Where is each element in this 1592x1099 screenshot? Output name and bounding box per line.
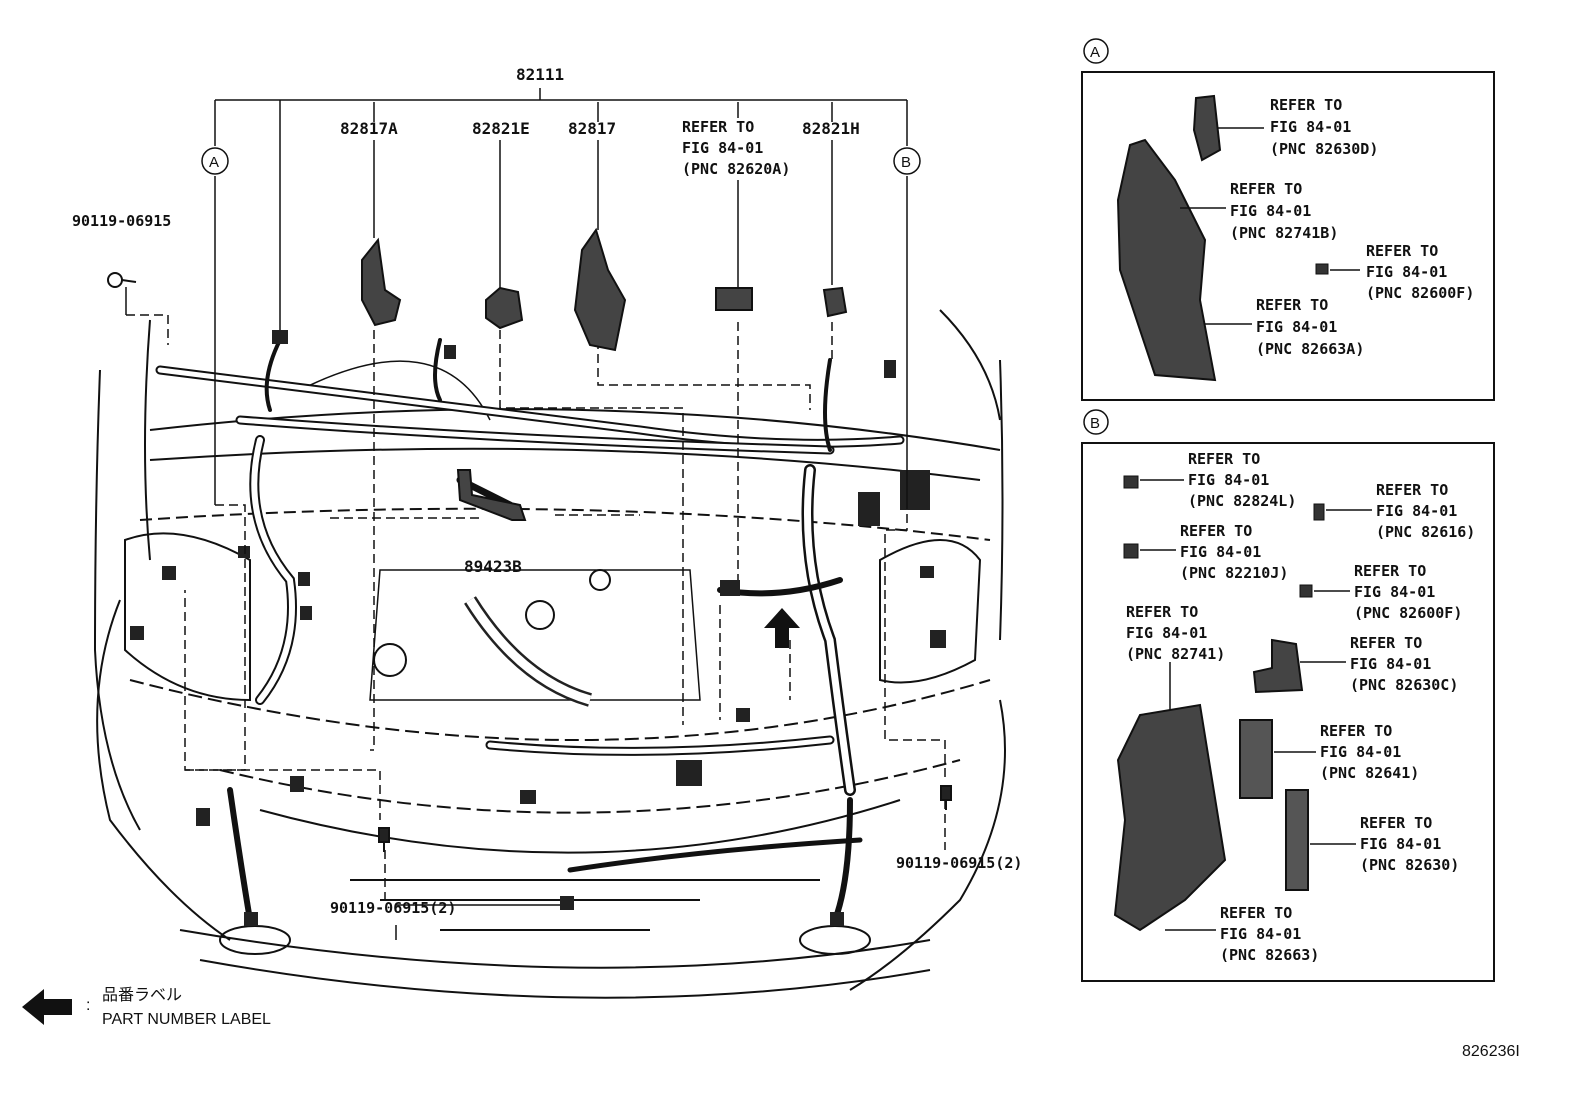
- panel-a-ref2-line3: (PNC 82741B): [1230, 224, 1338, 242]
- panel-b-connector-82630C-shape: [1252, 638, 1304, 694]
- panel-b-ref6-line1: REFER TO: [1350, 634, 1422, 652]
- panel-b-ref4-line2: FIG 84-01: [1354, 583, 1435, 601]
- part-number-label-arrow-icon: [764, 608, 800, 648]
- detail-panel-a: A REFER TO FIG 84-01 (PNC 82630D) REFER …: [1081, 38, 1495, 401]
- panel-b-ref3-line1: REFER TO: [1180, 522, 1252, 540]
- vehicle-outline: [93, 309, 1006, 999]
- refer-label-main: REFER TO FIG 84-01 (PNC 82620A): [682, 118, 790, 178]
- panel-a-ref2-line2: FIG 84-01: [1230, 202, 1311, 220]
- panel-b-ref9-line3: (PNC 82663): [1220, 946, 1319, 964]
- panel-b-ref8-line1: REFER TO: [1360, 814, 1432, 832]
- panel-b-relay-82616-shape: [1313, 503, 1325, 521]
- panel-a-ref1-line1: REFER TO: [1270, 96, 1342, 114]
- harness-connectors: [130, 330, 946, 926]
- panel-b-ref8-line3: (PNC 82630): [1360, 856, 1459, 874]
- panel-a-ref2-line1: REFER TO: [1230, 180, 1302, 198]
- panel-b-ref7-line1: REFER TO: [1320, 722, 1392, 740]
- panel-b-ref4-line3: (PNC 82600F): [1354, 604, 1462, 622]
- panel-b-ref4-line1: REFER TO: [1354, 562, 1426, 580]
- part-label-82817A: 82817A: [340, 119, 398, 138]
- callout-a-letter: A: [209, 154, 219, 171]
- bolt-icon: [378, 827, 390, 852]
- top-part-shapes: [361, 227, 848, 521]
- panel-b-ref5-line3: (PNC 82741): [1126, 645, 1225, 663]
- panel-b-ref1-line1: REFER TO: [1188, 450, 1260, 468]
- panel-b-ref1-line2: FIG 84-01: [1188, 471, 1269, 489]
- panel-a-ref1-line3: (PNC 82630D): [1270, 140, 1378, 158]
- part-82821H-shape: [822, 286, 848, 318]
- panel-b-ref5-line1: REFER TO: [1126, 603, 1198, 621]
- refer-main-line1: REFER TO: [682, 118, 754, 136]
- bolt-icon: [940, 785, 952, 810]
- callout-b-marker: B: [893, 147, 921, 175]
- panel-a-ref3-line2: FIG 84-01: [1366, 263, 1447, 281]
- legend-english: PART NUMBER LABEL: [102, 1011, 271, 1028]
- panel-b-relay-82600F-shape: [1299, 584, 1313, 598]
- panel-b-ref3-line2: FIG 84-01: [1180, 543, 1261, 561]
- panel-b-ref3-line3: (PNC 82210J): [1180, 564, 1288, 582]
- panel-b-ref2-line1: REFER TO: [1376, 481, 1448, 499]
- bolt-icon: [107, 272, 137, 288]
- bolt-label-left: 90119-06915: [72, 212, 171, 230]
- panel-b-connector-82630-shape: [1285, 789, 1309, 891]
- detail-panel-b: B REFER TO FIG 84-01 (PNC 82824L) REFER …: [1081, 409, 1495, 982]
- center-part-label-89423B: 89423B: [464, 557, 522, 576]
- legend-japanese: 品番ラベル: [102, 986, 182, 1004]
- solid-leader-misc: [395, 904, 560, 940]
- panel-b-relay-82824L-shape: [1123, 475, 1139, 489]
- figure-id: 826236I: [1462, 1043, 1520, 1060]
- part-82821E-shape: [485, 286, 524, 330]
- panel-b-ref8-line2: FIG 84-01: [1360, 835, 1441, 853]
- panel-b-ecu-82641-shape: [1239, 719, 1273, 799]
- panel-b-ref2-line3: (PNC 82616): [1376, 523, 1475, 541]
- panel-b-ref1-line3: (PNC 82824L): [1188, 492, 1296, 510]
- callout-a-marker: A: [201, 147, 229, 175]
- part-82817-shape: [573, 227, 627, 352]
- panel-a-ref1-line2: FIG 84-01: [1270, 118, 1351, 136]
- panel-b-ref7-line2: FIG 84-01: [1320, 743, 1401, 761]
- panel-a-relay-block-shape: [1116, 138, 1217, 382]
- panel-a-letter: A: [1090, 44, 1100, 61]
- part-82817A-shape: [361, 237, 402, 327]
- panel-b-ref2-line2: FIG 84-01: [1376, 502, 1457, 520]
- bolt-icons: [107, 272, 952, 852]
- panel-b-junction-block-82741-shape: [1113, 703, 1227, 932]
- panel-b-ref9-line2: FIG 84-01: [1220, 925, 1301, 943]
- legend-arrow-icon: [22, 989, 72, 1025]
- panel-b-ref6-line3: (PNC 82630C): [1350, 676, 1458, 694]
- refer-main-line2: FIG 84-01: [682, 139, 763, 157]
- panel-b-relay-82210J-shape: [1123, 543, 1139, 559]
- main-part-number: 82111: [516, 65, 564, 84]
- panel-b-ref7-line3: (PNC 82641): [1320, 764, 1419, 782]
- panel-b-ref9-line1: REFER TO: [1220, 904, 1292, 922]
- part-82620A-shape: [715, 287, 753, 311]
- part-label-82821E: 82821E: [472, 119, 530, 138]
- panel-a-connector-shape: [1192, 94, 1222, 162]
- refer-main-line3: (PNC 82620A): [682, 160, 790, 178]
- leader-lines: [125, 88, 908, 505]
- bolt-label-right: 90119-06915(2): [896, 854, 1022, 872]
- panel-b-ref5-line2: FIG 84-01: [1126, 624, 1207, 642]
- part-89423B-shape: [456, 469, 527, 521]
- bolt-label-center: 90119-06915(2): [330, 899, 456, 917]
- panel-b-ref6-line2: FIG 84-01: [1350, 655, 1431, 673]
- panel-a-ref3-line3: (PNC 82600F): [1366, 284, 1474, 302]
- panel-a-ref3-line1: REFER TO: [1366, 242, 1438, 260]
- part-label-82821H: 82821H: [802, 119, 860, 138]
- panel-a-ref4-line2: FIG 84-01: [1256, 318, 1337, 336]
- panel-b-letter: B: [1090, 415, 1100, 432]
- panel-a-ref4-line3: (PNC 82663A): [1256, 340, 1364, 358]
- panel-a-ref4-line1: REFER TO: [1256, 296, 1328, 314]
- callout-b-letter: B: [901, 154, 911, 171]
- legend-colon: :: [86, 997, 90, 1014]
- part-label-82817: 82817: [568, 119, 616, 138]
- legend: : 品番ラベル PART NUMBER LABEL: [22, 986, 271, 1028]
- panel-a-small-relay-shape: [1315, 263, 1329, 275]
